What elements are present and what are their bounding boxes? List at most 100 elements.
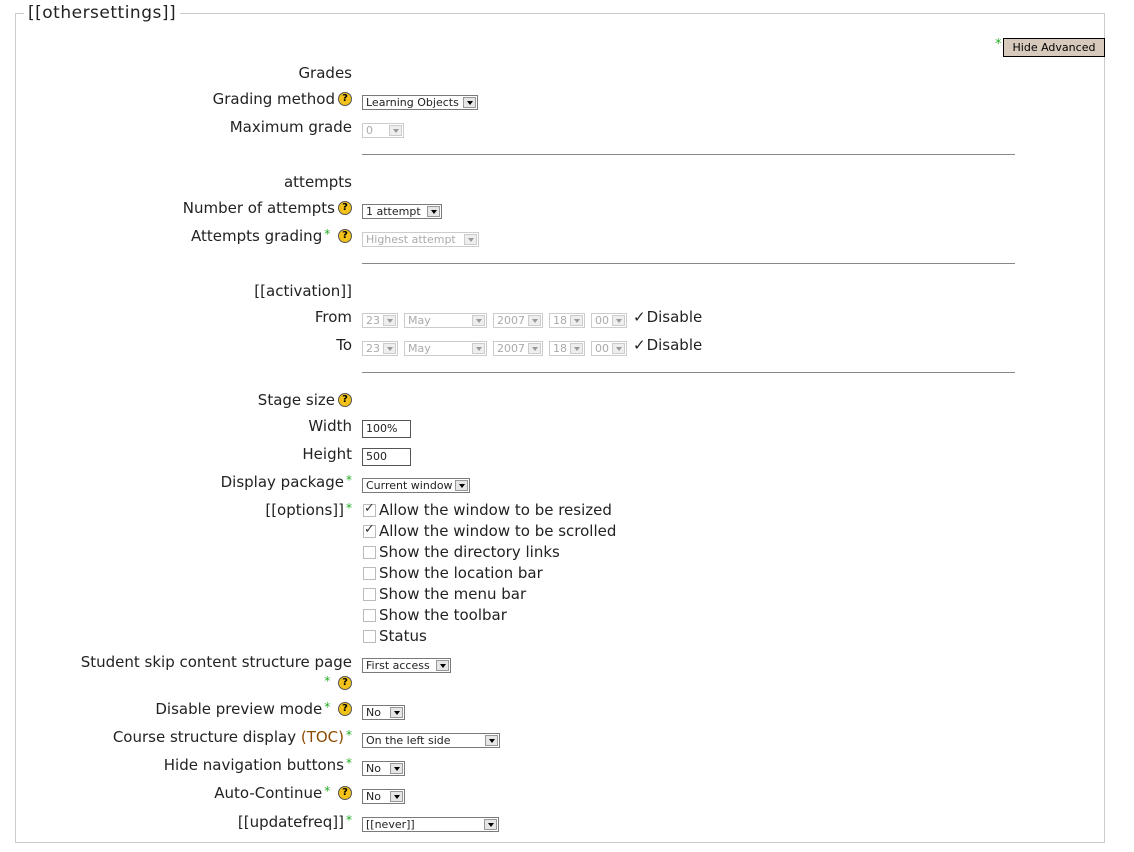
- help-icon[interactable]: ?: [338, 701, 352, 716]
- student-skip-select[interactable]: First access: [362, 658, 451, 673]
- to-disable-checkbox[interactable]: ✓Disable: [633, 336, 702, 354]
- height-input[interactable]: 500: [362, 448, 411, 466]
- width-input[interactable]: 100%: [362, 420, 411, 438]
- from-year-select: 2007: [493, 313, 543, 328]
- attempts-grading-select: Highest attempt: [362, 232, 479, 247]
- option-checkbox[interactable]: [363, 567, 376, 580]
- auto-continue-value: No: [366, 790, 381, 803]
- option-label: Show the toolbar: [379, 606, 507, 624]
- from-month-value: May: [408, 314, 431, 327]
- grading-method-text: Grading method: [212, 90, 335, 108]
- hide-navigation-text: Hide navigation buttons: [163, 756, 344, 774]
- advanced-marker: *: [995, 37, 1002, 52]
- option-label: Allow the window to be scrolled: [379, 522, 617, 540]
- options-label: [[options]]*: [265, 501, 352, 519]
- help-icon[interactable]: ?: [338, 675, 352, 690]
- auto-continue-text: Auto-Continue: [214, 784, 323, 802]
- option-checkbox[interactable]: [363, 588, 376, 601]
- help-icon[interactable]: ?: [338, 200, 352, 215]
- attempts-grading-value: Highest attempt: [366, 233, 456, 246]
- toc-value: On the left side: [366, 734, 451, 747]
- option-checkbox[interactable]: [363, 522, 376, 538]
- chevron-down-icon: [528, 315, 541, 326]
- display-package-label: Display package*: [221, 473, 352, 491]
- chevron-down-icon: [390, 763, 403, 774]
- maximum-grade-value: 0: [366, 124, 373, 137]
- attempts-heading: attempts: [283, 173, 352, 191]
- from-hour-value: 18: [553, 314, 567, 327]
- grades-heading: Grades: [298, 64, 352, 82]
- number-of-attempts-label: Number of attempts?: [183, 199, 352, 217]
- toc-select[interactable]: On the left side: [362, 733, 500, 748]
- chevron-down-icon: [390, 707, 403, 718]
- toc-text: Course structure display: [112, 728, 301, 746]
- to-day-value: 23: [366, 342, 380, 355]
- to-minute-value: 00: [595, 342, 609, 355]
- to-month-value: May: [408, 342, 431, 355]
- help-icon[interactable]: ?: [338, 91, 352, 106]
- disable-preview-value: No: [366, 706, 381, 719]
- number-of-attempts-value: 1 attempt: [366, 205, 421, 218]
- chevron-down-icon: [390, 791, 403, 802]
- help-icon[interactable]: ?: [338, 785, 352, 800]
- chevron-down-icon: [464, 234, 477, 245]
- option-checkbox[interactable]: [363, 609, 376, 622]
- to-hour-select: 18: [549, 341, 585, 356]
- chevron-down-icon: [570, 315, 583, 326]
- to-day-select: 23: [362, 341, 398, 356]
- updatefreq-select[interactable]: [[never]]: [362, 817, 499, 832]
- option-label: Show the menu bar: [379, 585, 527, 603]
- chevron-down-icon: [484, 819, 497, 830]
- chevron-down-icon: [472, 343, 485, 354]
- disable-preview-select[interactable]: No: [362, 705, 405, 720]
- chevron-down-icon: [389, 125, 402, 136]
- hide-advanced-button[interactable]: Hide Advanced: [1003, 38, 1105, 57]
- help-icon[interactable]: ?: [338, 228, 352, 243]
- student-skip-markers: * ?: [322, 674, 352, 692]
- height-label: Height: [302, 445, 352, 463]
- option-label: Show the directory links: [379, 543, 560, 561]
- attempts-grading-label: Attempts grading* ?: [191, 227, 352, 245]
- divider: [362, 372, 1015, 373]
- option-checkbox[interactable]: [363, 501, 376, 517]
- help-icon[interactable]: ?: [338, 392, 352, 407]
- chevron-down-icon: [383, 315, 396, 326]
- to-month-select: May: [404, 341, 487, 356]
- required-marker: *: [324, 784, 331, 798]
- option-label: Show the location bar: [379, 564, 543, 582]
- checkmark-icon: ✓: [633, 308, 646, 326]
- disable-preview-label: Disable preview mode* ?: [155, 700, 352, 718]
- chevron-down-icon: [528, 343, 541, 354]
- hide-navigation-select[interactable]: No: [362, 761, 405, 776]
- chevron-down-icon: [570, 343, 583, 354]
- grading-method-label: Grading method?: [213, 90, 352, 108]
- fieldset-legend: [[othersettings]]: [24, 3, 181, 23]
- auto-continue-select[interactable]: No: [362, 789, 405, 804]
- divider: [362, 154, 1015, 155]
- display-package-select[interactable]: Current window: [362, 478, 470, 493]
- stage-size-text: Stage size: [257, 391, 335, 409]
- from-disable-checkbox[interactable]: ✓Disable: [633, 308, 702, 326]
- toc-label: Course structure display (TOC)*: [113, 728, 352, 746]
- from-day-select: 23: [362, 313, 398, 328]
- from-minute-value: 00: [595, 314, 609, 327]
- auto-continue-label: Auto-Continue* ?: [214, 784, 352, 802]
- checkmark-icon: ✓: [633, 336, 646, 354]
- required-marker: *: [346, 501, 352, 515]
- required-marker: *: [346, 756, 352, 770]
- from-disable-label: Disable: [646, 308, 703, 326]
- number-of-attempts-select[interactable]: 1 attempt: [362, 204, 442, 219]
- student-skip-label: Student skip content structure page: [80, 653, 352, 671]
- options-text: [[options]]: [265, 501, 344, 519]
- option-checkbox[interactable]: [363, 546, 376, 559]
- required-marker: *: [324, 700, 331, 714]
- hide-navigation-label: Hide navigation buttons*: [164, 756, 352, 774]
- other-settings-fieldset: [15, 13, 1105, 843]
- grading-method-select[interactable]: Learning Objects: [362, 95, 478, 110]
- to-hour-value: 18: [553, 342, 567, 355]
- chevron-down-icon: [463, 97, 476, 108]
- from-month-select: May: [404, 313, 487, 328]
- updatefreq-label: [[updatefreq]]*: [238, 813, 352, 831]
- option-checkbox[interactable]: [363, 630, 376, 643]
- from-minute-select: 00: [591, 313, 627, 328]
